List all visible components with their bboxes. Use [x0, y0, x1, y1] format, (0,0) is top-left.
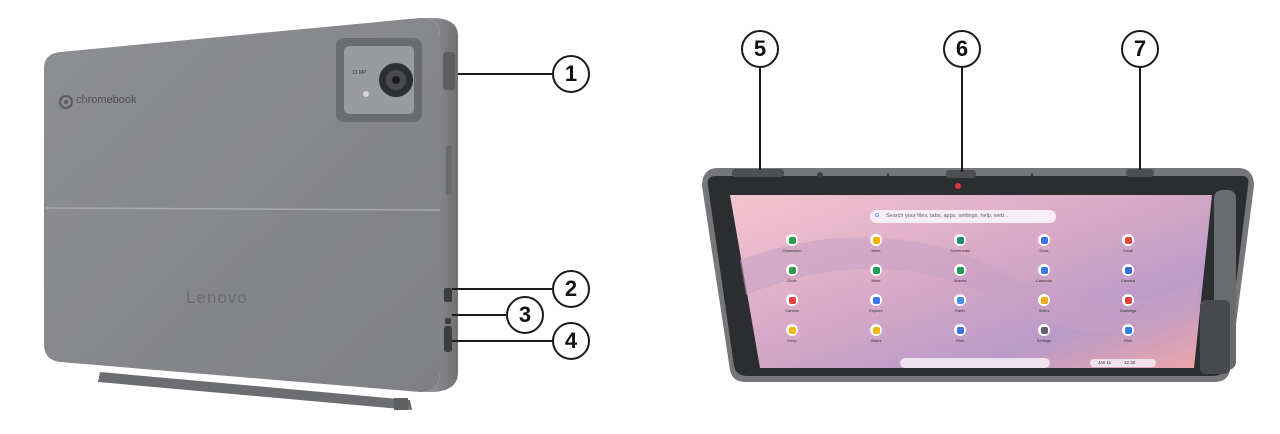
calendar-icon: [1038, 264, 1050, 276]
search-placeholder: Search your files, tabs, apps, settings,…: [886, 213, 1009, 219]
app-label: Camera: [1120, 278, 1136, 283]
drive-icon: [786, 264, 798, 276]
front-camera: [946, 170, 976, 178]
app-icon-drive[interactable]: Drive: [772, 264, 812, 283]
flash-icon: [363, 91, 369, 97]
google-g-icon: G: [875, 213, 880, 219]
app-icon-slides[interactable]: Slides: [1024, 294, 1064, 313]
app-icon-keep[interactable]: Keep: [772, 324, 812, 343]
shelf-time: 12:30: [1124, 360, 1136, 365]
app-label: Drive: [787, 278, 797, 283]
camera-indicator: [955, 183, 961, 189]
launcher-search-input[interactable]: G Search your files, tabs, apps, setting…: [870, 210, 1056, 223]
files-icon: [1122, 324, 1134, 336]
audio-jack: [444, 288, 452, 302]
status-tray: [1090, 359, 1156, 367]
callout-6: 6: [943, 30, 981, 68]
callout-2: 2: [552, 270, 590, 308]
app-icon-settings[interactable]: Settings: [1024, 324, 1064, 343]
callout-5: 5: [741, 30, 779, 68]
app-label: Settings: [1036, 338, 1052, 343]
microphone: [445, 318, 451, 324]
app-label: Earth: [955, 308, 965, 313]
app-icon-files[interactable]: Files: [1108, 324, 1148, 343]
camera-label: 13 MP: [352, 70, 367, 76]
callout-7: 7: [1121, 30, 1159, 68]
app-icon-earth[interactable]: Earth: [940, 294, 980, 313]
slides-icon: [1038, 294, 1050, 306]
app-icon-screencast[interactable]: Screencast: [940, 234, 980, 253]
volume-button: [732, 169, 784, 177]
app-label: Screencast: [949, 248, 970, 253]
callout-4: 4: [552, 322, 590, 360]
shelf: [900, 358, 1050, 368]
callout-1: 1: [552, 55, 590, 93]
app-label: Drawings: [1119, 308, 1137, 313]
tablet-front: [702, 168, 1254, 382]
chrome-logo-icon: [59, 95, 73, 109]
lenovo-logo: Lenovo: [186, 288, 248, 307]
chromebook-wordmark: chromebook: [76, 94, 137, 106]
kickstand: [98, 372, 412, 410]
power-button: [1126, 169, 1154, 177]
app-label: Slides: [1038, 308, 1050, 313]
app-icon-calendar[interactable]: Calendar: [1024, 264, 1064, 283]
app-label: Keep: [787, 338, 797, 343]
pogo-slot: [446, 145, 452, 195]
app-icon-slides[interactable]: Slides: [856, 324, 896, 343]
files-icon: [954, 324, 966, 336]
explore-icon: [870, 294, 882, 306]
app-icon-explore[interactable]: Explore: [856, 294, 896, 313]
classroom-icon: [786, 234, 798, 246]
camera-icon: [1122, 264, 1134, 276]
gmail-icon: [1122, 234, 1134, 246]
meet-icon: [870, 234, 882, 246]
app-label: Gmail: [1122, 248, 1134, 253]
app-label: Meet: [871, 248, 881, 253]
app-icon-files[interactable]: Files: [940, 324, 980, 343]
app-icon-meet[interactable]: Meet: [856, 264, 896, 283]
camera-module: [336, 38, 422, 122]
callout-3: 3: [506, 296, 544, 334]
docs-icon: [1038, 234, 1050, 246]
app-icon-drawings[interactable]: Drawings: [1108, 294, 1148, 313]
canvas-icon: [786, 294, 798, 306]
app-label: Canvas: [785, 308, 799, 313]
settings-icon: [1038, 324, 1050, 336]
app-icon-docs[interactable]: Docs: [1024, 234, 1064, 253]
sheets-icon: [954, 264, 966, 276]
usb-c-port: [444, 326, 452, 352]
app-label: Meet: [871, 278, 881, 283]
app-label: Docs: [1039, 248, 1049, 253]
keep-icon: [786, 324, 798, 336]
app-label: Sheets: [953, 278, 967, 283]
app-icon-sheets[interactable]: Sheets: [940, 264, 980, 283]
slides-icon: [870, 324, 882, 336]
app-label: Files: [1123, 338, 1133, 343]
shelf-date: Jan 11: [1098, 360, 1112, 365]
app-label: Slides: [870, 338, 882, 343]
app-icon-canvas[interactable]: Canvas: [772, 294, 812, 313]
volume-rocker: [443, 52, 455, 90]
app-icon-camera[interactable]: Camera: [1108, 264, 1148, 283]
meet-icon: [870, 264, 882, 276]
app-label: Classroom: [782, 248, 802, 253]
drawings-icon: [1122, 294, 1134, 306]
app-icon-gmail[interactable]: Gmail: [1108, 234, 1148, 253]
earth-icon: [954, 294, 966, 306]
app-icon-classroom[interactable]: Classroom: [772, 234, 812, 253]
app-label: Calendar: [1035, 278, 1053, 283]
app-label: Explore: [869, 308, 883, 313]
screencast-icon: [954, 234, 966, 246]
app-icon-meet[interactable]: Meet: [856, 234, 896, 253]
app-label: Files: [955, 338, 965, 343]
